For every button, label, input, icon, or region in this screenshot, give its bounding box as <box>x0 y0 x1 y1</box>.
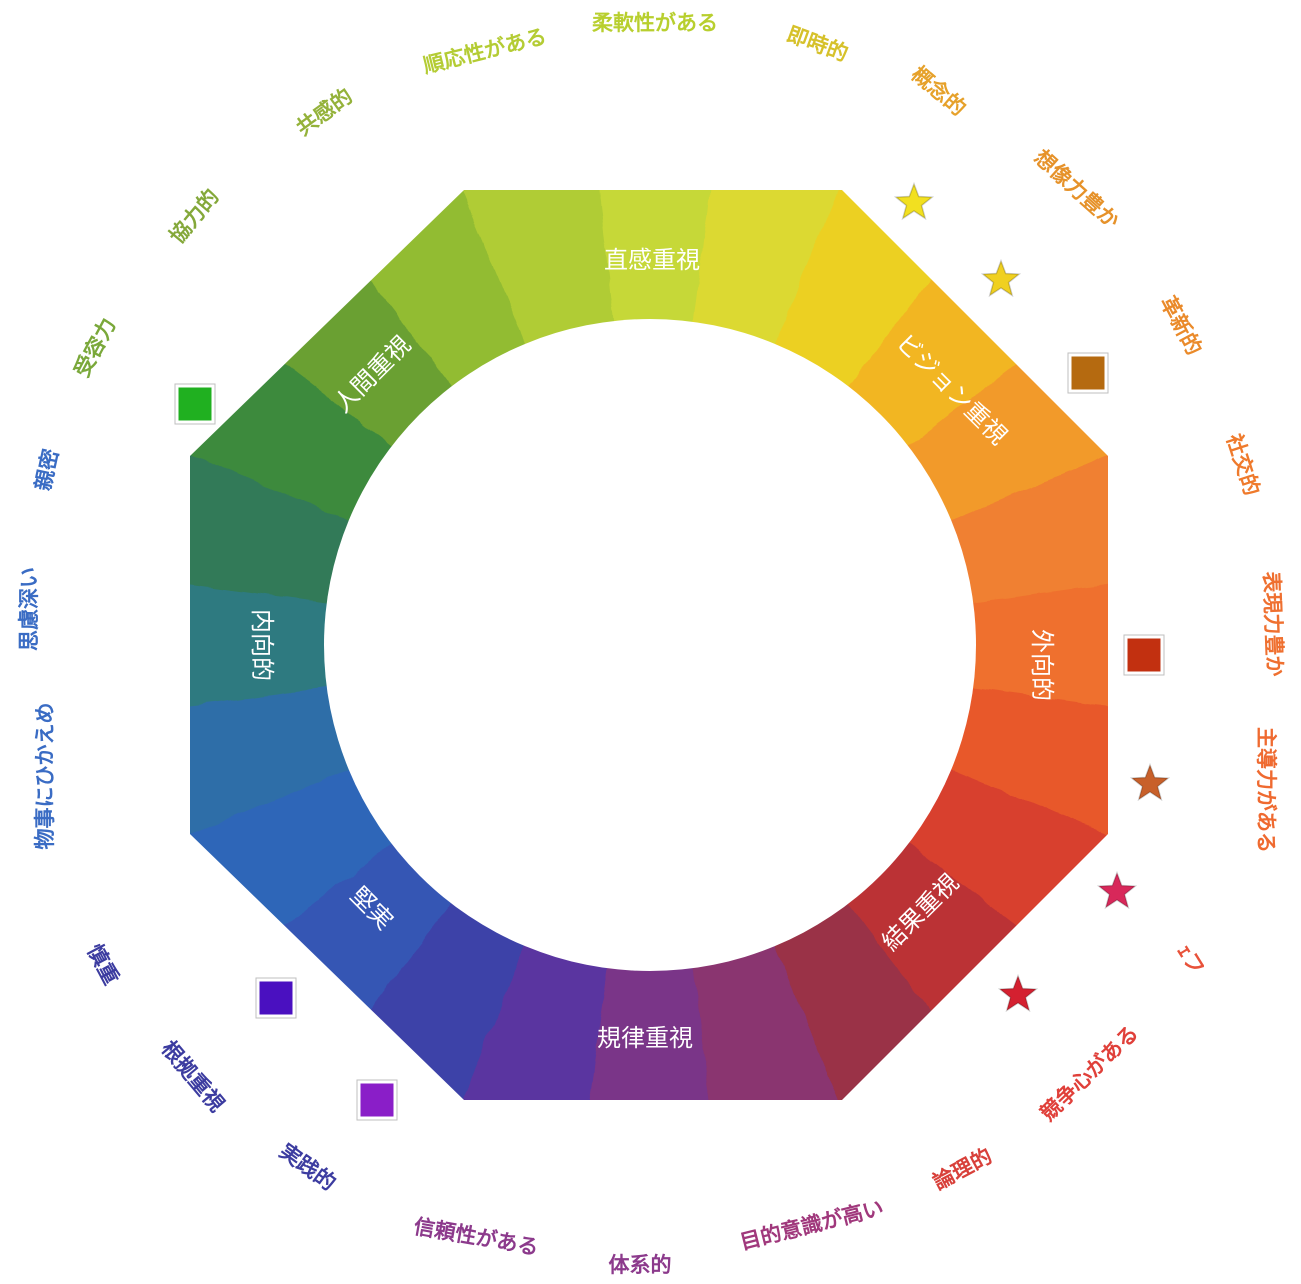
square-marker-outline <box>1123 634 1165 676</box>
ring-segment <box>565 0 749 645</box>
inner-label-introverted: 内向的 <box>248 609 276 681</box>
ring-segment <box>650 645 1297 1083</box>
ring-segment <box>94 81 651 645</box>
square-marker-icon <box>256 978 296 1018</box>
star-marker-icon <box>980 258 1022 298</box>
ring-segment <box>382 0 650 645</box>
outer-label: 物事にひかえめ <box>33 703 57 850</box>
ring-segment <box>650 0 1088 645</box>
ring-segment <box>212 645 650 1284</box>
ring-segment <box>650 645 915 1284</box>
square-marker-icon <box>1124 635 1164 675</box>
ring-segment <box>223 0 650 645</box>
outer-label: 柔軟性がある <box>592 11 718 35</box>
outer-label: 体系的 <box>609 1253 672 1277</box>
markers <box>174 181 1171 1121</box>
inner-label-intuition: 直感重視 <box>604 246 700 274</box>
square-marker-outline <box>356 1079 398 1121</box>
inner-label-discipline: 規律重視 <box>597 1024 693 1052</box>
square-marker-outline <box>1067 352 1109 394</box>
ring-segment <box>650 377 1301 645</box>
ring-segment <box>650 645 1206 1209</box>
outer-label: 表現力豊か <box>1259 571 1287 677</box>
outer-label: 主導力がある <box>1254 727 1278 853</box>
star-marker-icon <box>1129 762 1171 802</box>
ring-segment <box>650 559 1301 744</box>
ring-segment <box>0 645 650 1072</box>
square-marker-icon <box>175 384 215 424</box>
ring-segment <box>86 645 650 1201</box>
star-marker-icon <box>893 181 935 221</box>
star-marker-icon <box>997 973 1039 1013</box>
square-marker-outline <box>174 383 216 425</box>
ring-segment <box>552 645 735 1284</box>
square-marker-outline <box>255 977 297 1019</box>
ring-segment <box>0 546 650 731</box>
star-marker-icon <box>1096 870 1138 910</box>
ring-segment <box>0 645 650 913</box>
outer-label: 思慮深い <box>17 567 41 651</box>
square-marker-icon <box>357 1080 397 1120</box>
ring-segment <box>650 218 1301 645</box>
ring-segment <box>650 89 1214 646</box>
ring-segment <box>3 207 651 646</box>
square-marker-icon <box>1068 353 1108 393</box>
inner-label-extroverted: 外向的 <box>1028 629 1056 701</box>
ring-segment <box>650 645 1077 1284</box>
